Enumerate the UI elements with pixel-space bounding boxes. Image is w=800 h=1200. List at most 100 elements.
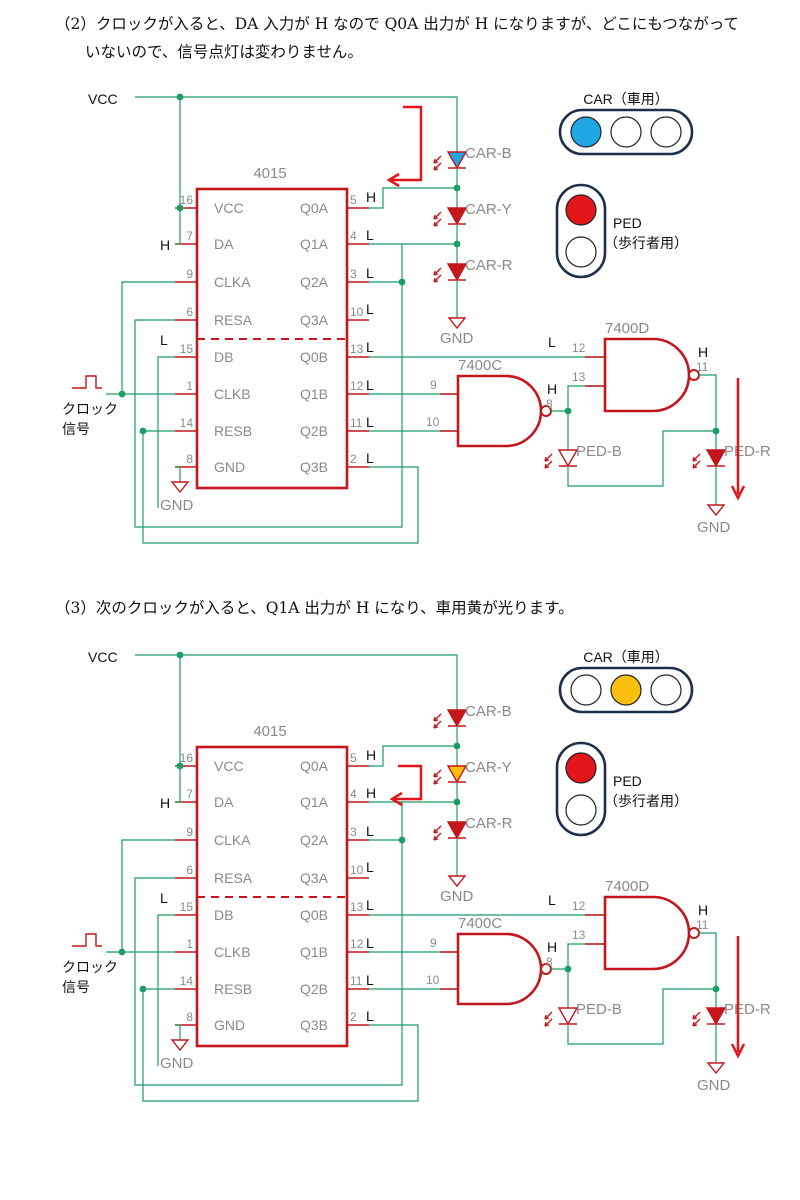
pin-number-left: 9 — [186, 825, 193, 839]
level-n8: H — [547, 381, 557, 397]
nand-gate-body — [603, 895, 691, 971]
pin-name-left: CLKB — [214, 944, 251, 960]
level-db: L — [160, 890, 168, 906]
pin-name-right: Q2B — [300, 981, 328, 997]
gate-c-output — [551, 943, 605, 970]
pin-number-right: 12 — [350, 379, 364, 393]
car-signal-lamp — [570, 674, 602, 706]
db-to-ground — [157, 356, 175, 508]
car-signal-lamp — [610, 116, 642, 148]
ped-signal-lamp — [565, 194, 597, 226]
gate-d-pin-in1: 12 — [572, 341, 586, 355]
current-arrow-head — [730, 1043, 746, 1059]
junction-dot — [712, 985, 720, 993]
gate-d-pin-in2: 13 — [572, 370, 586, 384]
q3b-reset-loop — [142, 430, 419, 544]
pin-number-left: 1 — [186, 379, 193, 393]
pin-name-left: DB — [214, 349, 233, 365]
led-label: CAR-R — [465, 815, 513, 832]
gate-c-pin-in2: 10 — [426, 973, 440, 987]
gate-d-name: 7400D — [605, 878, 649, 895]
pin-name-right: Q2A — [300, 274, 329, 290]
junction-dot — [139, 985, 147, 993]
pin-number-left: 6 — [186, 305, 193, 319]
pin-number-left: 14 — [180, 416, 194, 430]
pin-name-left: RESA — [214, 312, 253, 328]
led-diode — [446, 765, 468, 784]
car-signal-lamp — [570, 116, 602, 148]
pin-name-left: CLKA — [214, 832, 251, 848]
ground-symbol — [706, 1062, 726, 1075]
gate-d-output — [699, 932, 717, 1008]
vcc-label: VCC — [88, 91, 118, 107]
chip-name: 4015 — [253, 165, 286, 182]
led-emission-arrows — [544, 453, 553, 469]
led-label: PED-B — [576, 443, 622, 460]
level-q3a: L — [366, 301, 374, 317]
junction-dot — [176, 204, 184, 212]
gate-d-name: 7400D — [605, 320, 649, 337]
led-emission-arrows — [433, 825, 442, 841]
ground-symbol — [170, 481, 190, 494]
clock-label-2: 信号 — [62, 421, 90, 437]
pin-number-right: 13 — [350, 900, 364, 914]
led-diode — [557, 449, 579, 468]
pin-name-left: GND — [214, 459, 245, 475]
level-n11: H — [698, 902, 708, 918]
level-q1b: L — [366, 377, 374, 393]
ground-symbol — [706, 504, 726, 517]
car-signal-title: CAR（車用） — [583, 649, 669, 665]
led-label: CAR-R — [465, 257, 513, 274]
level-da: H — [160, 795, 170, 811]
level-db: L — [160, 332, 168, 348]
gate-c-pin-in1: 9 — [430, 936, 437, 950]
ped-signal-sublabel: （歩行者用） — [604, 235, 688, 251]
led-emission-arrows — [433, 267, 442, 283]
junction-dot — [139, 427, 147, 435]
section-3-caption-line-1: （3）次のクロックが入ると、Q1A 出力が H になり、車用黄が光ります。 — [55, 599, 574, 617]
pin-number-right: 11 — [350, 416, 363, 430]
led-label: CAR-Y — [465, 759, 512, 776]
gate-c-pins — [440, 951, 458, 990]
pin-number-left: 8 — [186, 1010, 193, 1024]
junction-dot — [712, 427, 720, 435]
gnd-label: GND — [160, 497, 194, 514]
level-q0b: L — [366, 897, 374, 913]
level-q3b: L — [366, 1008, 374, 1024]
ground-symbol — [447, 317, 467, 330]
ped-signal-lamp — [565, 236, 597, 268]
ped-b-return — [567, 988, 716, 1045]
clock-label-1: クロック — [62, 959, 118, 975]
car-signal-title: CAR（車用） — [583, 91, 669, 107]
clock-label-2: 信号 — [62, 979, 90, 995]
pin-name-left: CLKA — [214, 274, 251, 290]
nand-gate-body — [456, 374, 543, 448]
level-n11: H — [698, 344, 708, 360]
junction-dot — [176, 762, 184, 770]
pin-number-right: 10 — [350, 863, 364, 877]
pin-name-right: Q3A — [300, 870, 329, 886]
pin-number-left: 16 — [180, 751, 194, 765]
led-diode — [446, 709, 468, 728]
gate-c-pin-in1: 9 — [430, 378, 437, 392]
vcc-to-da — [175, 655, 181, 803]
nand-gate-body — [456, 932, 543, 1006]
led-diode — [557, 1007, 579, 1026]
ground-symbol — [170, 1039, 190, 1052]
gate-d-pin-out: 11 — [696, 360, 709, 374]
gate-d-pin-in2: 13 — [572, 928, 586, 942]
pin-number-left: 14 — [180, 974, 194, 988]
gnd-pin-wire — [175, 1024, 181, 1040]
pin-number-right: 5 — [350, 193, 357, 207]
pin-name-left: CLKB — [214, 386, 251, 402]
pin-number-left: 8 — [186, 452, 193, 466]
ped-signal-label: PED — [613, 215, 642, 231]
led-diode — [705, 449, 727, 468]
led-label: CAR-Y — [465, 201, 512, 218]
pin-number-right: 12 — [350, 937, 364, 951]
pin-number-left: 7 — [186, 229, 193, 243]
vcc-rail — [135, 96, 458, 148]
led-emission-arrows — [544, 1011, 553, 1027]
